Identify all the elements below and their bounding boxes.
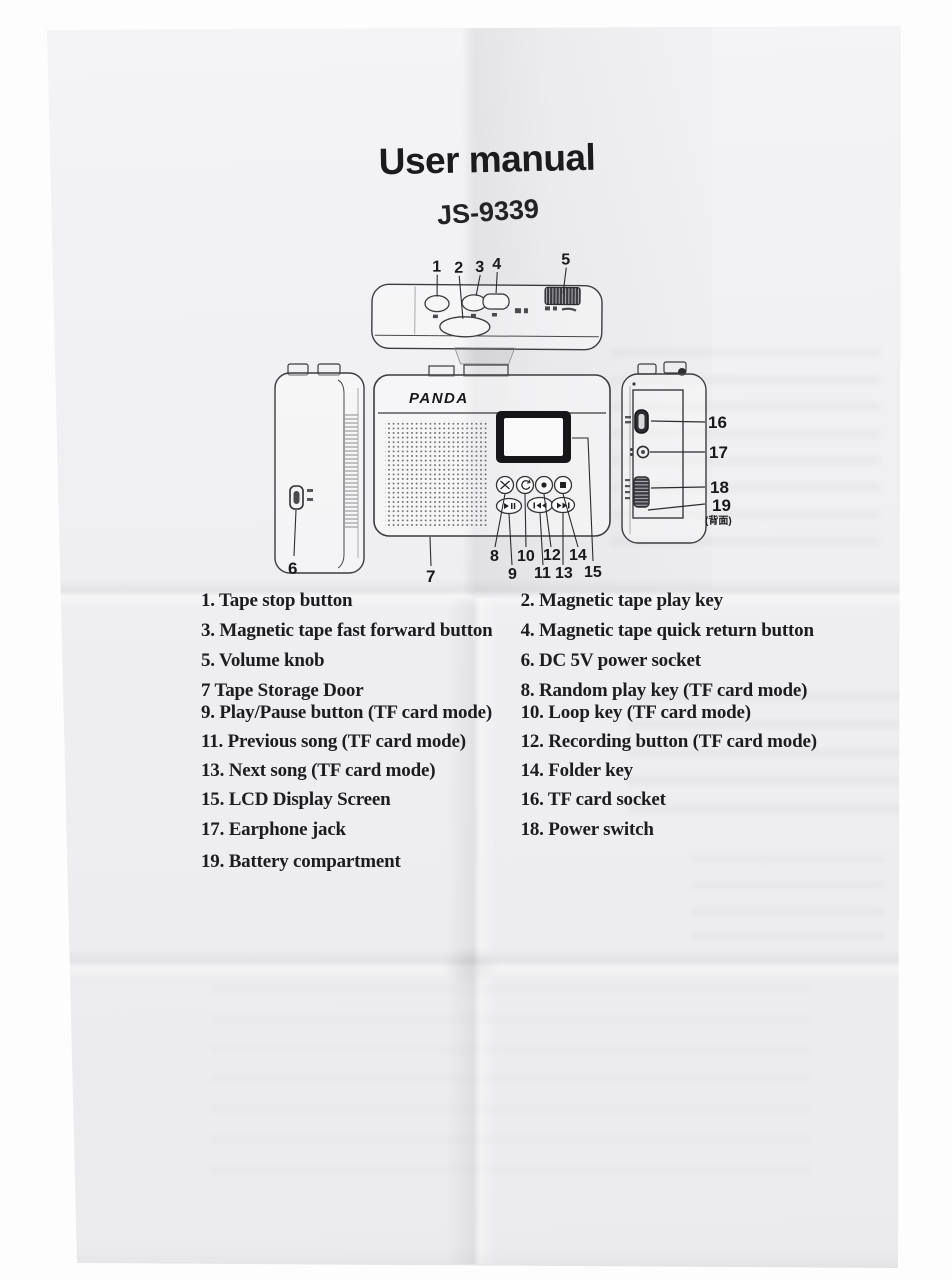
front-view: PANDA (373, 364, 611, 586)
part-item: 15. LCD Display Screen (201, 789, 391, 810)
part-item: 11. Previous song (TF card mode) (201, 731, 466, 752)
callout-13: 13 (555, 565, 573, 582)
callout-19: 19 (712, 496, 731, 515)
manual-title: User manual (378, 136, 596, 183)
callout-17: 17 (709, 443, 728, 462)
parts-list-row: 7 Tape Storage Door 8. Random play key (… (201, 680, 901, 702)
part-item: 1. Tape stop button (201, 590, 353, 611)
part-item: 16. TF card socket (520, 789, 666, 810)
callout-16: 16 (708, 413, 727, 432)
part-item: 13. Next song (TF card mode) (201, 760, 436, 781)
parts-list-row: 19. Battery compartment (201, 851, 901, 873)
parts-list-row: 1. Tape stop button 2. Magnetic tape pla… (201, 590, 901, 612)
parts-list-row: 15. LCD Display Screen 16. TF card socke… (201, 789, 901, 811)
callout-2: 2 (454, 260, 463, 277)
callout-18: 18 (710, 478, 729, 497)
parts-list-row: 11. Previous song (TF card mode) 12. Rec… (201, 731, 901, 753)
fold-crease-horizontal-low (47, 946, 901, 980)
top-view-diagram: 1 2 3 4 5 (371, 251, 603, 365)
callout-6: 6 (288, 559, 297, 578)
volume-knob (544, 286, 581, 306)
parts-list-row: 9. Play/Pause button (TF card mode) 10. … (201, 702, 901, 724)
part-item: 8. Random play key (TF card mode) (520, 680, 808, 701)
tape-door-bulge (454, 347, 516, 365)
part-item: 19. Battery compartment (201, 851, 401, 872)
part-item: 18. Power switch (520, 819, 654, 840)
power-switch (633, 476, 650, 508)
parts-list-row: 3. Magnetic tape fast forward button 4. … (201, 620, 901, 642)
speaker-grille (385, 420, 487, 526)
left-side-view: 6 (274, 363, 365, 578)
parts-list-row: 5. Volume knob 6. DC 5V power socket (201, 650, 901, 672)
tape-stop-button (424, 294, 450, 313)
left-view-body (274, 372, 365, 574)
tape-play-button (439, 316, 491, 338)
part-item: 7 Tape Storage Door (201, 680, 364, 701)
callout-11: 11 (534, 565, 551, 582)
callout-19-note: (背面) (705, 514, 732, 527)
part-item: 2. Magnetic tape play key (520, 590, 724, 611)
parts-list-row: 13. Next song (TF card mode) 14. Folder … (201, 760, 901, 782)
model-number: JS-9339 (435, 193, 540, 231)
callout-14: 14 (569, 547, 587, 564)
loop-button (515, 475, 535, 495)
callout-12: 12 (543, 547, 561, 564)
callout-4: 4 (492, 256, 501, 273)
part-item: 10. Loop key (TF card mode) (520, 702, 752, 723)
ink-bleedthrough (210, 985, 810, 1175)
fold-crease-center-knot (430, 940, 510, 992)
callout-7: 7 (426, 567, 435, 586)
part-item: 6. DC 5V power socket (520, 650, 702, 671)
device-views-diagram: 6 PANDA (274, 361, 732, 586)
callout-10: 10 (517, 548, 535, 565)
callout-1: 1 (432, 259, 441, 276)
part-item: 9. Play/Pause button (TF card mode) (201, 702, 493, 723)
callout-3: 3 (475, 259, 484, 276)
callout-9: 9 (508, 566, 517, 583)
panda-logo: PANDA (409, 390, 469, 407)
callout-8: 8 (490, 548, 499, 565)
part-item: 4. Magnetic tape quick return button (520, 620, 814, 641)
part-item: 12. Recording button (TF card mode) (520, 731, 817, 752)
part-item: 17. Earphone jack (201, 819, 346, 840)
parts-list-row: 17. Earphone jack 18. Power switch (201, 819, 901, 841)
part-item: 3. Magnetic tape fast forward button (201, 620, 493, 641)
part-item: 14. Folder key (520, 760, 634, 781)
part-item: 5. Volume knob (201, 650, 325, 671)
right-side-view: 16 17 18 19 (背面) (621, 361, 732, 544)
tape-rewind-button (482, 293, 510, 310)
callout-15: 15 (584, 564, 602, 581)
callout-5: 5 (561, 251, 570, 268)
